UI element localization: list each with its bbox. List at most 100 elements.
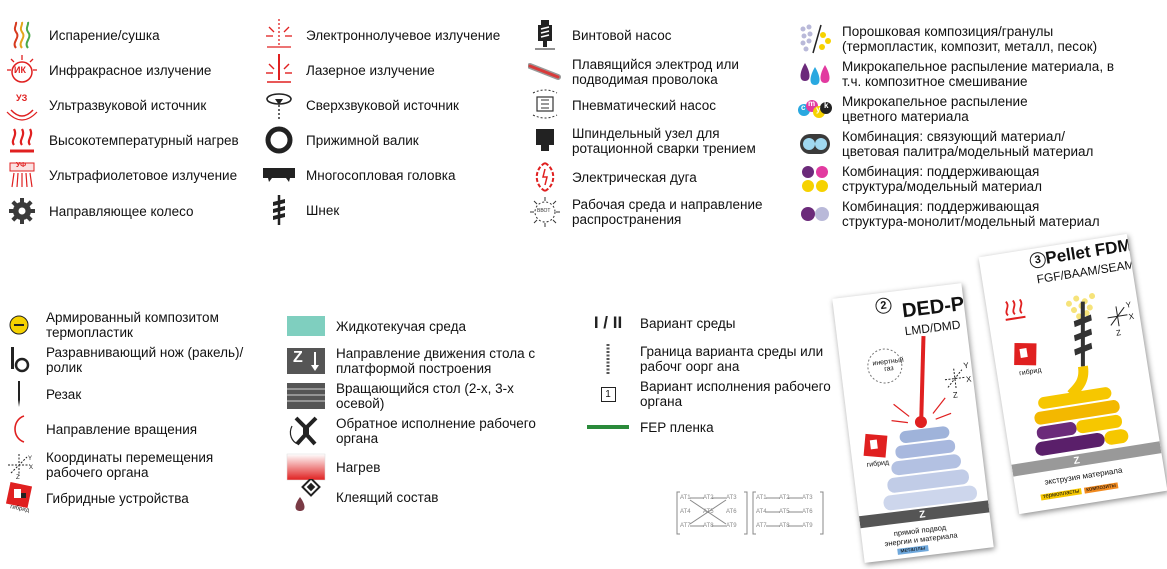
execution-variant-icon-text: 1 — [600, 386, 616, 402]
legend-label: Плавящийся электрод или подводимая прово… — [572, 57, 739, 87]
infrared-icon-text: ИК — [14, 65, 26, 75]
legend-item-monolith-combo: Комбинация: поддерживающая структура-мон… — [798, 197, 1100, 231]
cutter-icon — [2, 377, 36, 411]
legend-label: Пневматический насос — [572, 97, 717, 113]
execution-variant-icon: 1 — [586, 377, 630, 411]
legend-item-rotating-table: Вращающийся стол (2-х, 3-х осевой) — [286, 379, 514, 413]
legend-label: Комбинация: поддерживающая структура-мон… — [842, 199, 1100, 229]
heating-icon — [286, 450, 326, 484]
matrix-cell: АТ8 — [779, 523, 790, 529]
card-pellet-fdm: 3 Pellet FDM FGF/BAAM/SEAM Y X Z гибрид … — [978, 233, 1167, 515]
reinforced-composite-icon — [2, 308, 36, 342]
legend-label: Порошковая композиция/гранулы (термоплас… — [842, 24, 1098, 54]
matrix-cell: АТ7 — [756, 523, 767, 529]
legend-item-ultrasound: УЗ Ультразвуковой источник — [5, 88, 206, 122]
matrix-cell: АТ2 — [779, 495, 790, 501]
legend-item-heating: Нагрев — [286, 450, 380, 484]
legend-label: Гибридные устройства — [46, 490, 189, 506]
legend-label: Граница варианта среды или рабочг оорг а… — [640, 344, 824, 374]
matrix-cell: АТ3 — [802, 495, 813, 501]
legend-item-rotation-direction: Направление вращения — [2, 412, 197, 446]
reverse-execution-icon — [286, 414, 326, 448]
working-medium-icon: ВВОТ — [528, 195, 562, 229]
legend-item-execution-variant: 1 Вариант исполнения рабочего органа — [586, 377, 831, 411]
steam-icon — [5, 18, 39, 52]
legend-item-cmyk: c m y k Микрокапельное распыление цветно… — [798, 92, 1028, 126]
droplet-mix-icon — [798, 57, 832, 91]
pressure-roller-icon — [262, 123, 296, 157]
multinozzle-head-icon — [262, 158, 296, 192]
screw-pump-icon — [528, 18, 562, 52]
supersonic-icon — [262, 88, 296, 122]
legend-label: Резак — [46, 386, 82, 402]
table-direction-icon: Z — [286, 344, 326, 378]
legend-label: Высокотемпературный нагрев — [49, 132, 239, 148]
legend-item-laser: Лазерное излучение — [262, 53, 435, 87]
legend-label: Рабочая среда и направление распростране… — [572, 197, 763, 227]
legend-label: Обратное исполнение рабочего органа — [336, 416, 536, 446]
legend-label: Лазерное излучение — [306, 62, 435, 78]
legend-label: Клеящий состав — [336, 489, 439, 505]
working-medium-icon-text: ВВОТ — [537, 208, 551, 214]
medium-variant-icon: I / II — [586, 306, 630, 340]
legend-item-evaporation: Испарение/сушка — [5, 18, 160, 52]
cmyk-k: k — [824, 101, 829, 110]
legend-item-support-combo: Комбинация: поддерживающая структура/мод… — [798, 162, 1042, 196]
support-combo-icon — [798, 162, 832, 196]
legend-item-auger: Шнек — [262, 193, 339, 227]
legend-label: Комбинация: связующий материал/ цветовая… — [842, 129, 1094, 159]
legend-label: Шпиндельный узел для ротационной сварки … — [572, 126, 756, 156]
legend-item-reinforced-composite: Армированный композитом термопластик — [2, 308, 219, 342]
pneumatic-pump-icon — [528, 88, 562, 122]
legend-item-working-medium: ВВОТ Рабочая среда и направление распрос… — [528, 195, 763, 229]
auger-icon — [262, 193, 296, 227]
powder-icon — [798, 22, 832, 56]
legend-item-table-direction: Z Направление движения стола с платформо… — [286, 344, 535, 378]
cmyk-m: m — [808, 99, 816, 108]
svg-text:Y: Y — [28, 456, 32, 462]
cmyk-c: c — [801, 103, 806, 112]
legend-label: Комбинация: поддерживающая структура/мод… — [842, 164, 1043, 194]
legend-item-high-temp-heating: Высокотемпературный нагрев — [5, 123, 239, 157]
legend-label: Прижимной валик — [306, 132, 419, 148]
infrared-icon: ИК — [5, 53, 39, 87]
legend-label: Разравнивающий нож (ракель)/ ролик — [46, 345, 244, 375]
legend-label: Микрокапельное распыление материала, в т… — [842, 59, 1114, 89]
legend-label: Сверхзвуковой источник — [306, 97, 459, 113]
legend-item-multinozzle-head: Многосопловая головка — [262, 158, 455, 192]
legend-item-adhesive: Клеящий состав — [286, 479, 439, 514]
ultrasound-icon-text: УЗ — [16, 93, 28, 103]
gear-icon — [5, 194, 39, 228]
legend-item-electron-beam: Электроннолучевое излучение — [262, 18, 500, 52]
legend-label: Направление вращения — [46, 421, 198, 437]
legend-item-powder: Порошковая композиция/гранулы (термоплас… — [798, 22, 1097, 56]
matrix-diagram: АТ1 АТ2 АТ3 АТ4 АТ5 АТ6 АТ7 АТ8 АТ9 АТ1 … — [676, 488, 826, 538]
card-ded-z-label: Z — [918, 509, 927, 521]
legend-item-spindle: Шпиндельный узел для ротационной сварки … — [528, 124, 756, 158]
legend-item-supersonic: Сверхзвуковой источник — [262, 88, 459, 122]
legend-label: Ультразвуковой источник — [49, 97, 207, 113]
heat-icon — [5, 123, 39, 157]
matrix-cell: АТ1 — [756, 495, 767, 501]
legend-item-guide-wheel: Направляющее колесо — [5, 194, 194, 228]
legend-label: Шнек — [306, 202, 340, 218]
card-pellet-axis-z: Z — [1115, 328, 1122, 338]
legend-label: Испарение/сушка — [49, 27, 160, 43]
legend-item-pneumatic-pump: Пневматический насос — [528, 88, 716, 122]
matrix-cell: АТ3 — [726, 495, 737, 501]
matrix-cell: АТ9 — [726, 523, 737, 529]
legend-item-cutter: Резак — [2, 377, 81, 411]
legend-label: Микрокапельное распыление цветного матер… — [842, 94, 1028, 124]
legend-item-fep-film: FEP пленка — [586, 410, 714, 444]
legend-label: Направление движения стола с платформой … — [336, 346, 536, 376]
monolith-combo-icon — [798, 197, 832, 231]
legend-item-pressure-roller: Прижимной валик — [262, 123, 419, 157]
matrix-cell: АТ5 — [703, 509, 714, 515]
card-ded-axis-x: X — [965, 374, 972, 385]
legend-label: Винтовой насос — [572, 27, 672, 43]
legend-label: Направляющее колесо — [49, 203, 194, 219]
legend-item-medium-boundary: Граница варианта среды или рабочг оорг а… — [586, 342, 823, 376]
laser-icon — [262, 53, 296, 87]
matrix-cell: АТ9 — [802, 523, 813, 529]
